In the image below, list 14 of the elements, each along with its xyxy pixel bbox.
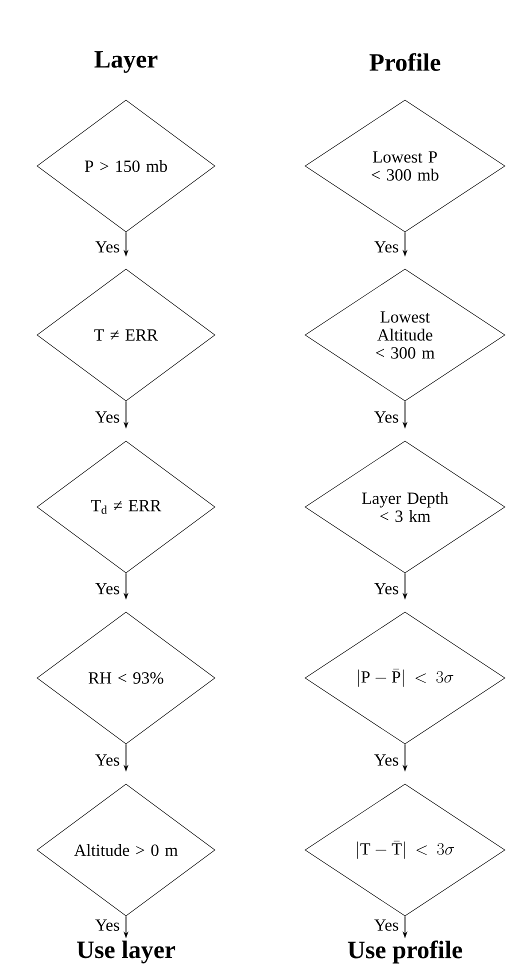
edge-label: Yes — [95, 583, 120, 594]
edge-label: Yes — [95, 411, 120, 423]
edge-label: Yes — [95, 920, 120, 931]
edge-label: Yes — [95, 754, 120, 766]
column-heading: Profile — [370, 53, 440, 71]
edge-label: Yes — [374, 919, 398, 931]
edge-label: Yes — [374, 411, 398, 423]
edge-label: Yes — [374, 754, 398, 766]
outcome-text: Use profile — [348, 940, 462, 964]
outcome-text: Use layer — [77, 940, 176, 964]
edge-label: Yes — [95, 241, 120, 253]
column-heading: Layer — [94, 51, 158, 73]
edge-label: Yes — [374, 583, 398, 594]
edge-label: Yes — [374, 241, 398, 253]
